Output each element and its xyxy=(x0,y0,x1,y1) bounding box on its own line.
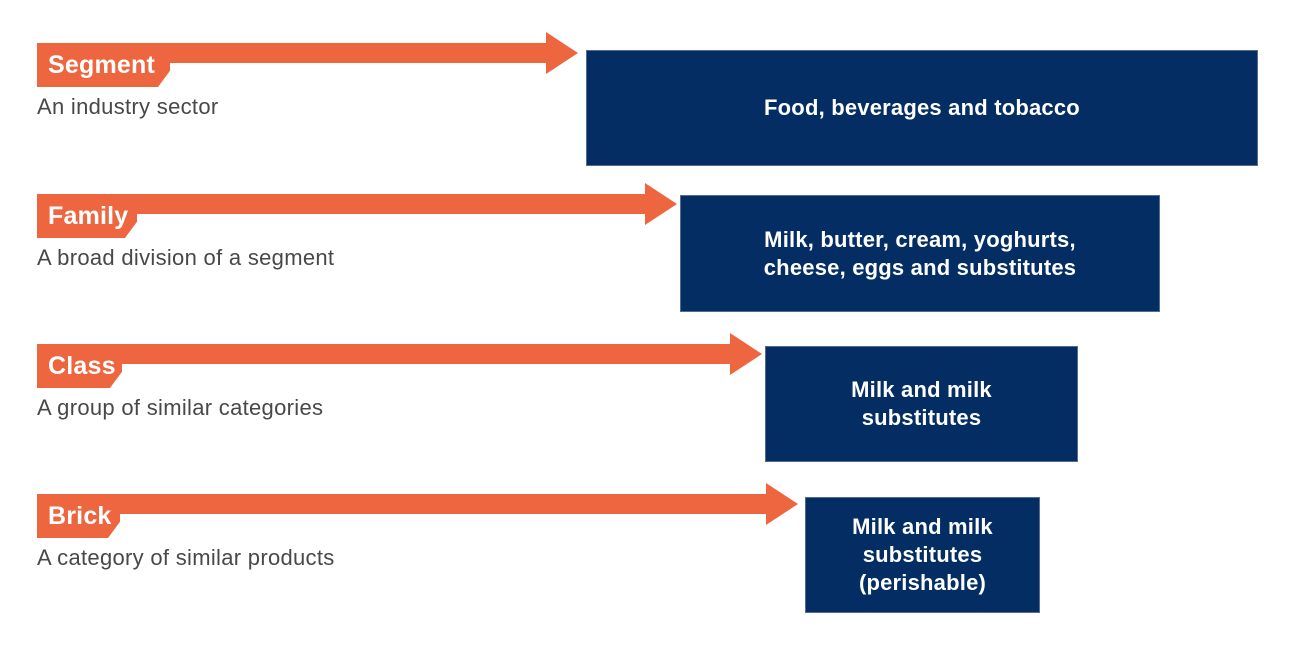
segment-label: Segment xyxy=(48,51,155,79)
class-label: Class xyxy=(48,352,116,380)
family-category-box: Milk, butter, cream, yoghurts, cheese, e… xyxy=(680,195,1160,312)
class-category-box: Milk and milk substitutes xyxy=(765,346,1078,462)
class-arrow-shaft xyxy=(37,344,733,364)
class-description: A group of similar categories xyxy=(37,395,324,420)
class-label-banner: Class xyxy=(37,344,122,388)
segment-arrow-right-icon xyxy=(546,32,578,74)
brick-label-banner: Brick xyxy=(37,494,120,538)
family-description: A broad division of a segment xyxy=(37,245,335,270)
family-label-banner: Family xyxy=(37,194,137,238)
brick-arrow-right-icon xyxy=(766,483,798,525)
segment-description: An industry sector xyxy=(37,94,219,119)
brick-arrow-shaft xyxy=(37,494,769,514)
brick-category-box: Milk and milk substitutes (perishable) xyxy=(805,497,1040,613)
family-arrow-shaft xyxy=(37,194,648,214)
family-label: Family xyxy=(48,202,129,230)
segment-label-banner: Segment xyxy=(37,43,170,87)
brick-label: Brick xyxy=(48,502,112,530)
segment-category-box: Food, beverages and tobacco xyxy=(586,50,1258,166)
class-arrow-right-icon xyxy=(730,333,762,375)
family-arrow-right-icon xyxy=(645,183,677,225)
brick-description: A category of similar products xyxy=(37,545,335,570)
